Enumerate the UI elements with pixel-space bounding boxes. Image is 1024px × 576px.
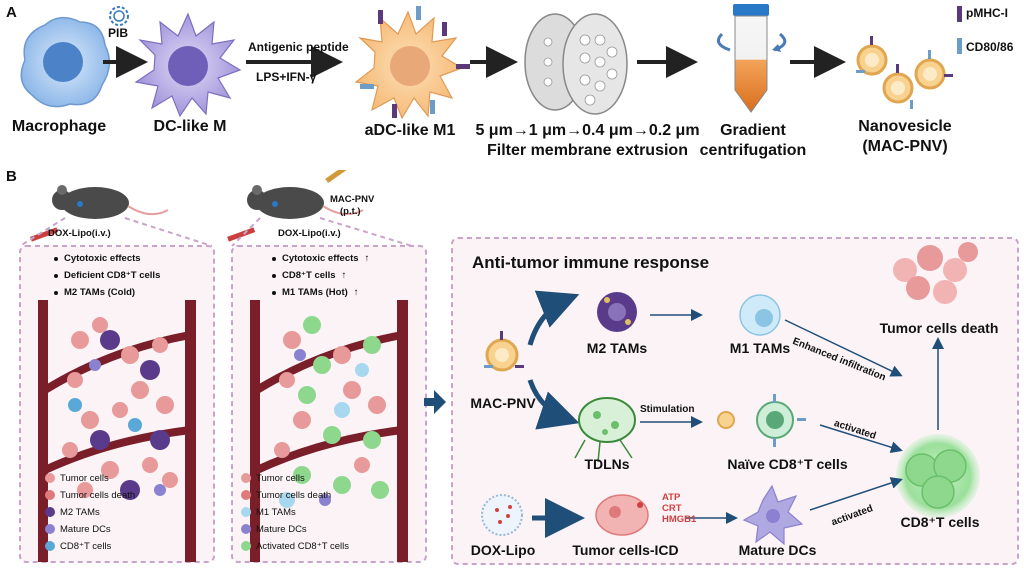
mac-pnv-label: MAC-PNV <box>470 395 536 411</box>
m1-tams-label: M1 TAMs <box>729 340 791 356</box>
filter-caption-label: Filter membrane extrusion <box>487 142 688 159</box>
pib-label: PIB <box>108 26 129 40</box>
pmhc-legend-label: pMHC-I <box>966 6 1008 20</box>
cd8-cluster-icon <box>896 434 980 518</box>
immune-title: Anti-tumor immune response <box>472 253 710 272</box>
left-legend-1: Tumor cells <box>60 473 109 484</box>
right-bullet-1: Cytotoxic effects <box>282 253 359 264</box>
panel-b-letter: B <box>6 168 17 185</box>
right-bullet-2: CD8⁺T cells <box>282 270 336 281</box>
cd80-legend-icon <box>957 38 962 54</box>
left-bullet-1: Cytotoxic effects <box>64 253 141 264</box>
right-bullet-3: M1 TAMs (Hot) <box>282 287 348 298</box>
macrophage-icon <box>20 16 111 108</box>
dox-lipo-label: DOX-Lipo <box>470 542 536 558</box>
dc-like-icon <box>134 12 242 118</box>
m2-tams-label: M2 TAMs <box>586 340 648 356</box>
left-bullet-2: Deficient CD8⁺T cells <box>64 270 161 281</box>
left-legend-4: Mature DCs <box>60 524 111 535</box>
tdln-icon <box>574 397 636 463</box>
plasmid-icon <box>109 6 129 26</box>
cd8-cluster-label: CD8⁺T cells <box>900 514 980 530</box>
left-legend-3: M2 TAMs <box>60 507 100 518</box>
big-blue-arrow <box>424 390 446 414</box>
left-legend: Tumor cells Tumor cells death M2 TAMs Ma… <box>60 470 135 555</box>
cd80-legend-label: CD80/86 <box>966 40 1014 54</box>
m1-tam-icon <box>739 294 781 336</box>
right-legend-3: M1 TAMs <box>256 507 296 518</box>
mature-dc-icon <box>742 484 804 546</box>
atp-label: ATP <box>662 492 681 503</box>
syringe-right-icon <box>227 227 256 242</box>
immune-response-box <box>451 237 1019 565</box>
hmgb1-label: HMGB1 <box>662 514 697 525</box>
mouse-left-icon <box>52 185 169 219</box>
naive-cd8-label: Naïve CD8⁺T cells <box>727 456 848 472</box>
right-mouse-label-2: (p.t.) <box>340 206 361 217</box>
macrophage-label: Macrophage <box>11 118 107 135</box>
gradient-label-2: centrifugation <box>699 142 807 159</box>
right-mouse-label-1: MAC-PNV <box>330 194 375 205</box>
tumor-icd-label: Tumor cells-ICD <box>572 542 679 558</box>
naive-cd8-icon <box>717 394 806 447</box>
pmhc-legend-icon <box>957 6 962 22</box>
left-mouse-label: DOX-Lipo(i.v.) <box>48 228 111 239</box>
syringe-left-icon <box>30 227 59 242</box>
mature-dcs-label: Mature DCs <box>738 542 817 558</box>
nanovesicle-label-2: (MAC-PNV) <box>862 138 948 155</box>
dc-like-label: DC-like M <box>153 118 227 135</box>
left-cells <box>62 317 178 500</box>
tumor-death-icon <box>893 242 978 304</box>
right-legend-4: Mature DCs <box>256 524 307 535</box>
tumor-icd-icon <box>595 494 649 536</box>
nanovesicle-label-1: Nanovesicle <box>858 118 952 135</box>
filter-membrane-icon <box>524 13 628 115</box>
panel-b-graphics <box>19 170 1019 565</box>
adc-like-icon <box>354 6 470 120</box>
panel-a-letter: A <box>6 4 17 21</box>
right-cells <box>274 316 389 508</box>
mouse-right-icon <box>247 170 364 219</box>
adc-like-label: aDC-like M1 <box>364 122 456 139</box>
tumor-death-label: Tumor cells death <box>879 320 999 336</box>
right-bullet-list: Cytotoxic effects↑ CD8⁺T cells↑ M1 TAMs … <box>272 250 369 301</box>
gradient-label-1: Gradient <box>720 122 786 139</box>
panel-a-graphics <box>20 4 962 120</box>
right-legend-5: Activated CD8⁺T cells <box>256 541 350 552</box>
left-bullet-3: M2 TAMs (Cold) <box>64 287 136 298</box>
m2-tam-icon <box>597 292 637 332</box>
right-legend: Tumor cells Tumor cells death M1 TAMs Ma… <box>256 470 349 555</box>
dox-lipo-icon <box>481 494 523 536</box>
lps-label: LPS+IFN-γ <box>256 70 317 84</box>
right-mouse-label-3: DOX-Lipo(i.v.) <box>278 228 341 239</box>
right-vessel <box>250 300 408 562</box>
nanovesicle-icon <box>856 36 953 109</box>
centrifuge-tube-icon <box>716 4 787 113</box>
left-legend-5: CD8⁺T cells <box>60 541 112 552</box>
filter-sizes-label: 5 μm→1 μm→0.4 μm→0.2 μm <box>475 122 700 139</box>
stimulation-label: Stimulation <box>640 404 695 415</box>
antigenic-label: Antigenic peptide <box>248 40 349 54</box>
mac-pnv-icon <box>484 331 524 372</box>
left-legend-2: Tumor cells death <box>60 490 136 501</box>
tdlns-label: TDLNs <box>584 456 630 472</box>
crt-label: CRT <box>662 503 682 514</box>
right-legend-1: Tumor cells <box>256 473 305 484</box>
right-legend-2: Tumor cells death <box>256 490 332 501</box>
left-bullet-list: Cytotoxic effects Deficient CD8⁺T cells … <box>54 250 160 301</box>
